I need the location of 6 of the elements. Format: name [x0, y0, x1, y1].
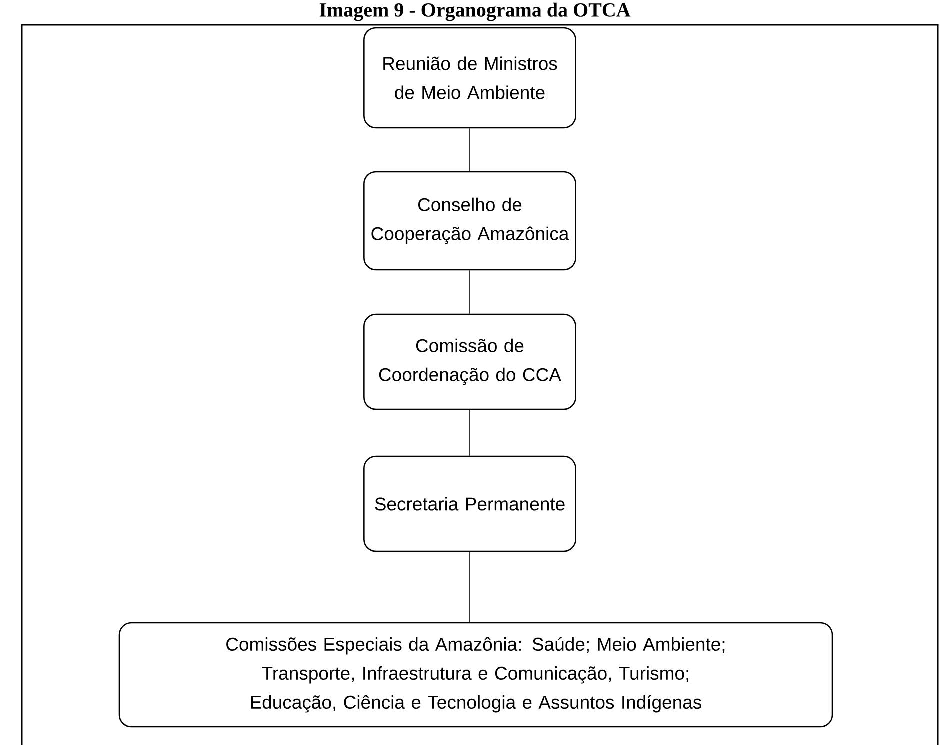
org-box: Secretaria Permanente: [364, 456, 576, 552]
org-box: Comissão de Coordenação do CCA: [364, 314, 576, 410]
title: Imagem 9 - Organograma da OTCA: [320, 2, 631, 22]
org-box: Conselho de Cooperação Amazônica: [364, 171, 576, 271]
org-box: Reunião de Ministros de Meio Ambiente: [364, 27, 576, 129]
org-box: Comissões Especiais da Amazônia: Saúde; Meio Ambiente; Transporte, Infraestrutura e Comunicação, Turismo; Educação, Ciência e Tecnologia e Assuntos Indígenas: [118, 622, 834, 728]
